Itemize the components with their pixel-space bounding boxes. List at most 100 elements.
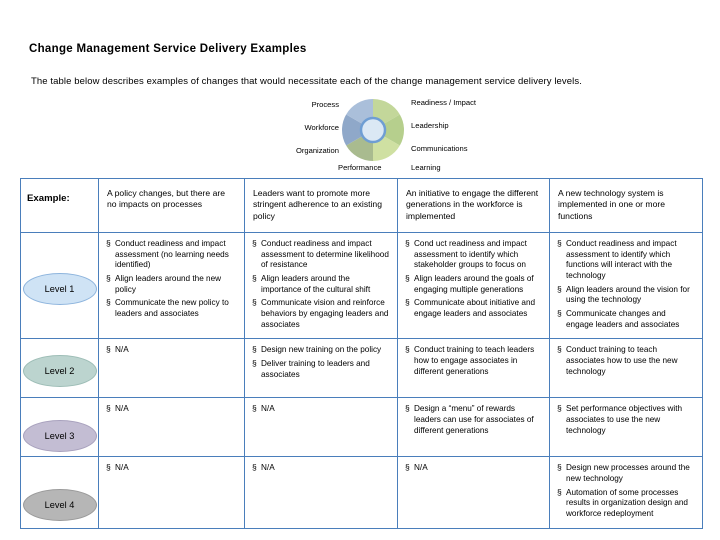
bullet-text: Communicate about initiative and engage … (414, 298, 536, 318)
bullet-marker-icon: § (106, 344, 111, 355)
bullet-text: Set performance objectives with associat… (566, 404, 683, 435)
donut-chart (340, 97, 406, 163)
row3-col1: §N/A (98, 397, 245, 458)
bullet-list: § N/A (245, 457, 397, 525)
header-cell-2: Leaders want to promote more stringent a… (244, 177, 398, 234)
donut-label-communications: Communications (411, 144, 468, 153)
bullet-list: §Conduct readiness and impact assessment… (245, 233, 397, 338)
bullet-marker-icon: § (252, 344, 257, 355)
row3-col3: § Design a “menu” of rewards leaders can … (397, 397, 550, 458)
bullet-item: §N/A (106, 403, 237, 415)
bullet-list: §N/A (99, 398, 244, 456)
table-row: Level 3 §N/A §N/A §Design a “menu” of re… (20, 397, 703, 458)
level-cell-3: Level 3 (20, 397, 99, 458)
service-wheel-diagram: Process Workforce Organization Readiness… (293, 97, 543, 172)
row1-col3: § Cond uct readiness and impact assessmen… (397, 232, 550, 340)
level-badge-3: Level 3 (22, 420, 97, 453)
bullet-item: § Conduct training to teach associates ho… (557, 344, 695, 377)
header-cell-1: A policy changes, but there are no impac… (98, 177, 245, 234)
bullet-item: § Automation of some processes results in… (557, 486, 695, 520)
table-header-row: Example: A policy changes, but there are… (20, 177, 703, 234)
row3-col2: § N/A (244, 397, 398, 458)
row3-col4: §Set performance objectives with associa… (549, 397, 703, 458)
row1-col2: §Conduct readiness and impact assessment… (244, 232, 398, 340)
row2-col4: § Conduct training to teach associates ho… (549, 338, 703, 399)
bullet-list: § Conduct training to teach associates ho… (550, 339, 702, 397)
bullet-item: §N/A (106, 462, 237, 474)
bullet-text: Automation of some processes results in … (566, 487, 688, 518)
bullet-text: Conduct training to teach associates how… (566, 345, 678, 376)
bullet-text: Conduct training to teach leaders how to… (414, 345, 535, 376)
bullet-marker-icon: § (405, 403, 410, 414)
row4-col4: §Design new processes around the new tec… (549, 456, 703, 529)
bullet-marker-icon: § (252, 357, 257, 368)
bullet-marker-icon: § (106, 273, 111, 283)
bullet-list: §N/A (99, 457, 244, 525)
bullet-marker-icon: § (557, 238, 562, 249)
bullet-marker-icon: § (557, 344, 562, 355)
bullet-text: N/A (261, 404, 275, 414)
bullet-marker-icon: § (106, 238, 111, 249)
bullet-marker-icon: § (252, 403, 257, 414)
level-badge-1: Level 1 (22, 273, 97, 306)
header-text-3: An initiative to engage the different ge… (406, 188, 539, 221)
bullet-item: §Conduct training to teach leaders how t… (405, 344, 542, 377)
bullet-text: Design new training on the policy (261, 345, 382, 355)
bullet-list: § Cond uct readiness and impact assessmen… (398, 233, 549, 333)
example-label: Example: (27, 193, 70, 204)
bullet-list: §Set performance objectives with associa… (550, 398, 702, 456)
bullet-text: Align leaders around the vision for usin… (566, 284, 690, 305)
donut-svg (341, 99, 405, 161)
bullet-marker-icon: § (405, 273, 410, 283)
bullet-marker-icon: § (252, 462, 257, 473)
bullet-marker-icon: § (405, 297, 410, 308)
level-badge-2: Level 2 (22, 355, 97, 388)
bullet-text: N/A (261, 463, 275, 473)
bullet-item: § Design a “menu” of rewards leaders can … (405, 403, 542, 436)
bullet-marker-icon: § (557, 307, 562, 318)
donut-label-performance: Performance (338, 163, 382, 172)
bullet-item: § Design new training on the policy (252, 344, 390, 356)
level-cell-1: Level 1 (20, 232, 99, 340)
bullet-text: Cond uct readiness and impact assessment… (414, 239, 527, 270)
bullet-text: N/A (115, 345, 129, 355)
bullet-text: Conduct readiness and impact assessment … (566, 239, 677, 280)
bullet-marker-icon: § (106, 462, 111, 473)
bullet-item: § Communicate the new policy to leaders a… (106, 297, 237, 319)
bullet-list: § Conduct readiness and impact assessment… (99, 233, 244, 333)
row4-col3: §N/A (397, 456, 550, 529)
donut-label-organization: Organization (295, 146, 339, 155)
header-cell-4: A new technology system is implemented i… (549, 177, 703, 234)
bullet-item: § N/A (252, 403, 390, 415)
bullet-text: Communicate vision and reinforce behavio… (261, 298, 389, 329)
header-cell-3: An initiative to engage the different ge… (397, 177, 550, 234)
donut-label-readiness: Readiness / Impact (411, 98, 476, 107)
example-label-cell: Example: (20, 177, 99, 234)
bullet-text: Conduct readiness and impact assessment … (115, 239, 229, 270)
bullet-text: Communicate the new policy to leaders an… (115, 298, 229, 318)
bullet-item: §Set performance objectives with associa… (557, 403, 695, 436)
bullet-marker-icon: § (106, 297, 111, 308)
header-text-4: A new technology system is implemented i… (558, 188, 665, 221)
row1-col1: § Conduct readiness and impact assessment… (98, 232, 245, 340)
row4-col1: §N/A (98, 456, 245, 529)
row4-col2: § N/A (244, 456, 398, 529)
bullet-marker-icon: § (557, 486, 562, 497)
row2-col3: §Conduct training to teach leaders how t… (397, 338, 550, 399)
bullet-text: Communicate changes and engage leaders a… (566, 308, 680, 329)
bullet-item: §N/A (405, 462, 542, 474)
bullet-text: Design a “menu” of rewards leaders can u… (414, 404, 534, 435)
bullet-item: § Deliver training to leaders and associa… (252, 357, 390, 380)
bullet-item: §Align leaders around the vision for usi… (557, 284, 695, 306)
bullet-item: §Conduct readiness and impact assessment… (252, 238, 390, 271)
bullet-marker-icon: § (405, 238, 410, 249)
bullet-list: § Design a “menu” of rewards leaders can … (398, 398, 549, 456)
bullet-item: § N/A (106, 344, 237, 356)
bullet-text: Deliver training to leaders and associat… (261, 358, 370, 379)
header-text-1: A policy changes, but there are no impac… (107, 188, 226, 210)
bullet-marker-icon: § (405, 462, 410, 473)
bullet-item: § Communicate changes and engage leaders … (557, 307, 695, 330)
bullet-text: Align leaders around the importance of t… (261, 274, 371, 294)
table-row: Level 2 § N/A § Design new training on the… (20, 338, 703, 399)
